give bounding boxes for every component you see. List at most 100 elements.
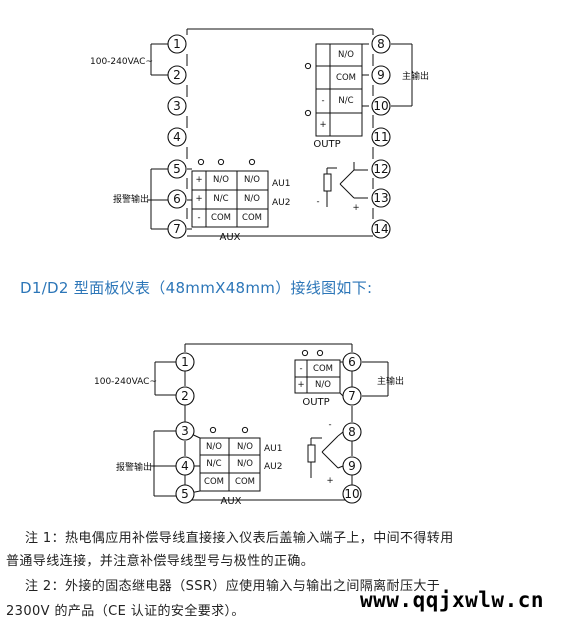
d1-aux-cell: N/O [244, 175, 260, 185]
d1-terminal-4-label: 4 [173, 130, 181, 144]
d2-supply-label: 100-240VAC~ [94, 377, 157, 387]
d1-terminal-4 [167, 127, 187, 147]
d1-aux-cell: COM [242, 213, 262, 223]
note-2-line-1: 注 2：外接的固态继电器（SSR）应使用输入与输出之间隔离耐压大于 [25, 579, 441, 594]
diagram1-enclosure [186, 28, 374, 237]
d1-aux-cell: N/O [213, 175, 229, 185]
d1-terminal-13 [371, 188, 391, 208]
d1-terminal-6 [167, 189, 187, 209]
d2-main-output-label: 主输出 [377, 375, 404, 387]
d1-terminal-12-label: 12 [373, 162, 388, 176]
d1-outp-cell-com: COM [336, 73, 356, 83]
note-1-line-2: 普通导线连接，并注意补偿导线型号与极性的正确。 [6, 554, 315, 569]
d2-terminal-3-label: 3 [181, 424, 189, 438]
d1-tc-sign-minus: - [316, 197, 319, 207]
d1-terminal-9-label: 9 [377, 68, 385, 82]
d1-terminal-2-label: 2 [173, 68, 181, 82]
d2-outp-cell-no: N/O [315, 380, 331, 390]
d1-terminal-1 [167, 34, 187, 54]
d2-terminal-6 [342, 352, 362, 372]
d2-aux-cell: COM [204, 477, 224, 487]
d2-aux-label: AUX [220, 496, 241, 507]
d1-terminal-8 [371, 34, 391, 54]
d2-terminal-3 [175, 421, 195, 441]
d2-terminal-5-label: 5 [181, 487, 189, 501]
d2-terminal-7 [342, 386, 362, 406]
outp-indicator-1 [304, 62, 312, 70]
d2-tc-sign-minus: - [328, 420, 331, 430]
d1-aux-label: AUX [219, 232, 240, 243]
aux-indicator-3 [248, 158, 256, 166]
d2-aux-indicator-1 [209, 426, 217, 434]
d1-d2-heading: D1/D2 型面板仪表（48mmX48mm）接线图如下: [20, 279, 373, 297]
d1-terminal-3-label: 3 [173, 99, 181, 113]
d2-alarm-output-label: 报警输出 [116, 461, 152, 473]
d2-terminal-10 [342, 484, 362, 504]
d2-aux-indicator-2 [241, 426, 249, 434]
diagram2-supply-wires [154, 361, 176, 396]
d1-terminal-12 [371, 159, 391, 179]
d1-terminal-14 [371, 219, 391, 239]
d1-terminal-14-label: 14 [373, 222, 388, 236]
d2-outp-sign-plus: + [297, 380, 304, 390]
d2-outp-label: OUTP [302, 397, 329, 408]
d1-terminal-10 [371, 96, 391, 116]
d1-terminal-1-label: 1 [173, 37, 181, 51]
diagram2-enclosure [184, 343, 353, 501]
diagram1-thermocouple [323, 162, 368, 207]
d2-aux-cell: N/O [237, 459, 253, 469]
diagram1-alarm-wires [148, 168, 168, 230]
d2-terminal-6-label: 6 [348, 355, 356, 369]
d1-outp-sign-minus: - [321, 96, 324, 106]
d1-alarm-output-label: 报警输出 [113, 193, 149, 205]
d1-outp-label: OUTP [313, 139, 340, 150]
d1-au1-label: AU1 [272, 179, 290, 189]
d2-terminal-1-label: 1 [181, 355, 189, 369]
diagram1-outp-block [315, 43, 369, 137]
d2-terminal-8-label: 8 [348, 425, 356, 439]
aux-indicator-1 [197, 158, 205, 166]
d1-terminal-6-label: 6 [173, 192, 181, 206]
diagram2-main-output-wires [362, 361, 389, 397]
d1-aux-sign: + [195, 194, 202, 204]
d1-aux-sign: - [197, 213, 200, 223]
d1-supply-label: 100-240VAC~ [90, 57, 153, 67]
note-2-line-2: 2300V 的产品（CE 认证的安全要求）。 [6, 604, 245, 619]
d1-terminal-5 [167, 159, 187, 179]
d1-au2-label: AU2 [272, 198, 290, 208]
diagram1-main-output-wires [391, 43, 413, 107]
d1-main-output-label: 主输出 [402, 70, 429, 82]
d1-terminal-10-label: 10 [373, 99, 388, 113]
d2-tc-sign-plus: + [326, 476, 333, 486]
diagram2-alarm-wires [150, 430, 176, 497]
d1-terminal-9 [371, 65, 391, 85]
diagram2-thermocouple [307, 431, 344, 478]
d2-terminal-8 [342, 422, 362, 442]
d2-outp-sign-minus: - [299, 364, 302, 374]
d2-aux-cell: N/O [237, 442, 253, 452]
d1-outp-sign-plus: + [319, 120, 326, 130]
aux-indicator-2 [217, 158, 225, 166]
d1-tc-sign-plus: + [352, 203, 359, 213]
d2-terminal-7-label: 7 [348, 389, 356, 403]
d1-aux-cell: N/C [213, 194, 228, 204]
d2-terminal-4-label: 4 [181, 459, 189, 473]
d2-au2-label: AU2 [264, 462, 282, 472]
d2-terminal-4 [175, 456, 195, 476]
d1-terminal-7 [167, 219, 187, 239]
d1-terminal-7-label: 7 [173, 222, 181, 236]
d1-terminal-3 [167, 96, 187, 116]
d2-outp-cell-com: COM [313, 364, 333, 374]
diagram2-outp-block [294, 359, 344, 397]
d1-terminal-2 [167, 65, 187, 85]
d2-terminal-10-label: 10 [344, 487, 359, 501]
d2-terminal-2-label: 2 [181, 389, 189, 403]
d2-terminal-2 [175, 386, 195, 406]
d2-aux-cell: N/O [206, 442, 222, 452]
d2-terminal-9 [342, 456, 362, 476]
d2-outp-indicator-1 [301, 349, 309, 357]
d2-terminal-5 [175, 484, 195, 504]
d1-terminal-11 [371, 127, 391, 147]
d1-aux-cell: COM [211, 213, 231, 223]
